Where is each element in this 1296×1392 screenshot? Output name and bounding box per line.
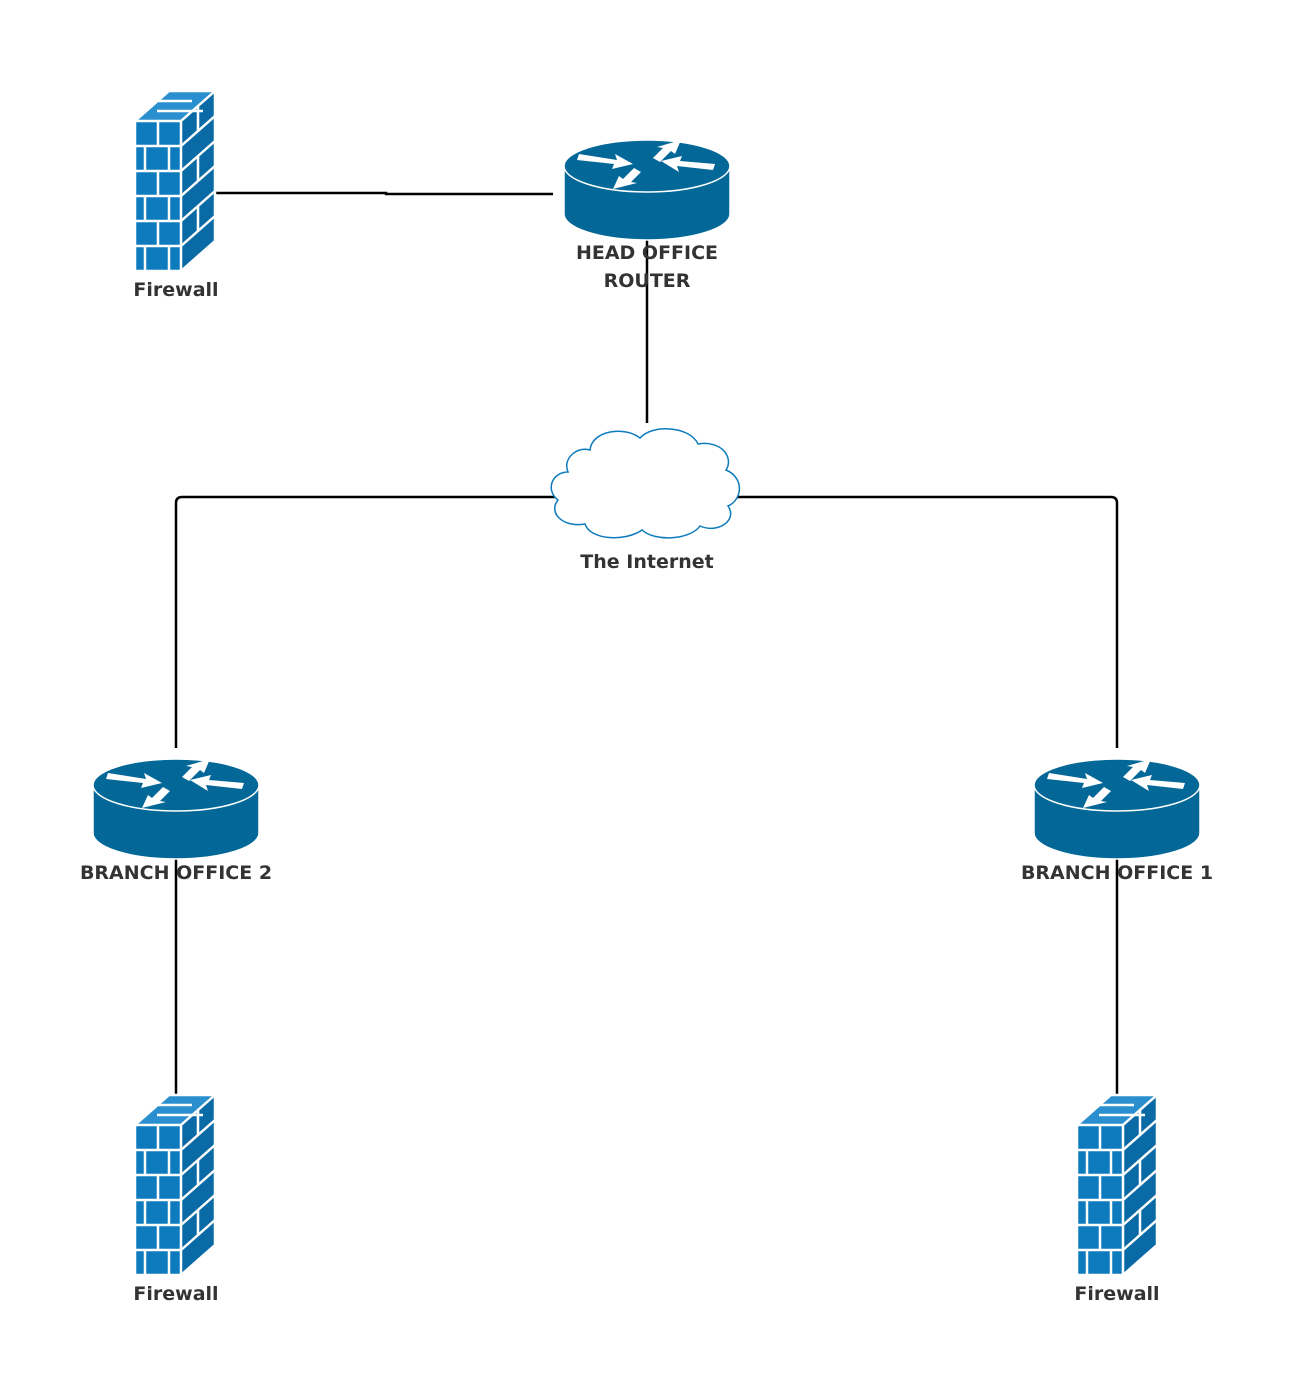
connection-lines — [174, 191, 1119, 1095]
router-icon — [563, 139, 731, 241]
branch-office-2-router: BRANCH OFFICE 2 — [80, 758, 272, 884]
firewall-branch-office-2: Firewall — [133, 1093, 219, 1305]
internet-cloud: The Internet — [550, 428, 741, 573]
cloud-icon — [550, 428, 741, 539]
edge-internet-to-branch2 — [174, 495, 557, 748]
internet-label: The Internet — [580, 551, 713, 573]
head-office-router: HEAD OFFICE ROUTER — [563, 139, 731, 292]
branch-office-1-label: BRANCH OFFICE 1 — [1021, 862, 1213, 884]
firewall-label: Firewall — [133, 279, 218, 301]
firewall-icon — [133, 89, 217, 273]
edge-firewall-to-head-router — [215, 191, 553, 196]
firewall-label: Firewall — [133, 1283, 218, 1305]
firewall-head-office: Firewall — [133, 89, 219, 301]
firewall-label: Firewall — [1074, 1283, 1159, 1305]
firewall-icon — [1075, 1093, 1159, 1277]
branch-office-1-router: BRANCH OFFICE 1 — [1021, 758, 1213, 884]
branch-office-2-label: BRANCH OFFICE 2 — [80, 862, 272, 884]
router-icon — [92, 758, 260, 860]
firewall-icon — [133, 1093, 217, 1277]
head-office-router-label-line2: ROUTER — [604, 270, 691, 292]
router-icon — [1033, 758, 1201, 860]
edge-internet-to-branch1 — [737, 495, 1119, 748]
head-office-router-label-line1: HEAD OFFICE — [576, 242, 718, 264]
firewall-branch-office-1: Firewall — [1074, 1093, 1160, 1305]
